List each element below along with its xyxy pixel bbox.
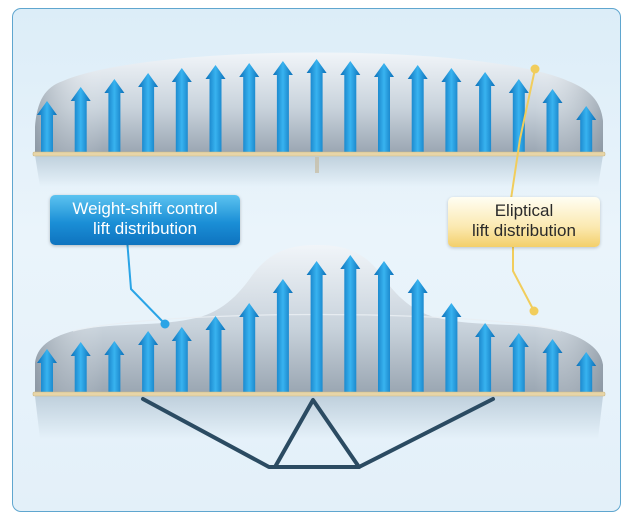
weight-shift-label-line1: Weight-shift control [72,199,218,218]
bottom-lift-arrow [70,342,91,393]
elliptical-lift-label: Eliptical lift distribution [448,197,600,247]
bottom-lift-arrow [508,333,529,393]
bottom-lift-arrow [374,261,394,393]
top-wing-edge [32,151,606,157]
top-lift-arrow [138,73,159,153]
elliptical-leader-dot-top [530,64,540,74]
top-lift-arrow [205,65,226,153]
top-lift-arrows [37,59,597,153]
bottom-lift-arrow [542,339,563,393]
top-lift-arrow [340,61,361,153]
bottom-lift-arrows [37,255,597,393]
top-lift-arrow [37,101,57,153]
top-lift-arrow [508,79,529,153]
bottom-lift-arrow [205,316,226,393]
top-lift-arrow [407,65,428,153]
elliptical-label-line1: Eliptical [494,201,554,220]
wsc-leader-dot [160,319,170,329]
leader-lines [126,64,540,329]
bottom-lift-arrow [171,327,192,393]
wsc-leader-line [126,238,166,325]
bottom-lift-arrow [37,349,57,393]
weight-shift-lift-label: Weight-shift control lift distribution [50,195,240,245]
bottom-lift-arrow [475,323,496,393]
bottom-lift-arrow [104,341,125,393]
bottom-lift-arrow [340,255,361,393]
bottom-lift-arrow [239,303,260,393]
top-lift-arrow [374,63,394,153]
bottom-lift-arrow [306,261,327,393]
bottom-wing-edge [32,391,606,397]
top-lift-arrow [576,106,597,153]
trike-frame-triangle [273,398,361,469]
elliptical-leader-line-top [510,68,536,200]
top-lift-arrow [272,61,293,153]
diagram-frame: Weight-shift control lift distribution E… [12,8,621,512]
top-wing [32,52,606,187]
top-lift-arrow [171,68,192,153]
top-wing-mast [315,157,319,173]
bottom-lift-arrow [138,331,159,393]
top-lift-arrow [441,68,462,153]
weight-shift-label-line2: lift distribution [93,219,197,238]
top-lift-arrow [475,72,496,153]
top-lift-arrow [70,87,91,153]
top-lift-arrow [239,63,260,153]
bottom-lift-arrow [407,279,428,393]
bottom-lift-arrow [441,303,462,393]
top-lift-arrow [306,59,327,153]
bottom-wing-shadow [35,396,603,439]
bottom-wing [32,245,606,439]
elliptical-label-line2: lift distribution [472,221,576,240]
bottom-lift-arrow [272,279,293,393]
elliptical-leader-line-bottom [512,245,535,312]
bottom-lift-arrow [576,352,597,393]
top-lift-arrow [104,79,125,153]
trike-frame [141,397,495,469]
elliptical-leader-dot-bottom [529,306,539,316]
top-lift-arrow [542,89,563,153]
lift-distribution-diagram [32,52,606,469]
